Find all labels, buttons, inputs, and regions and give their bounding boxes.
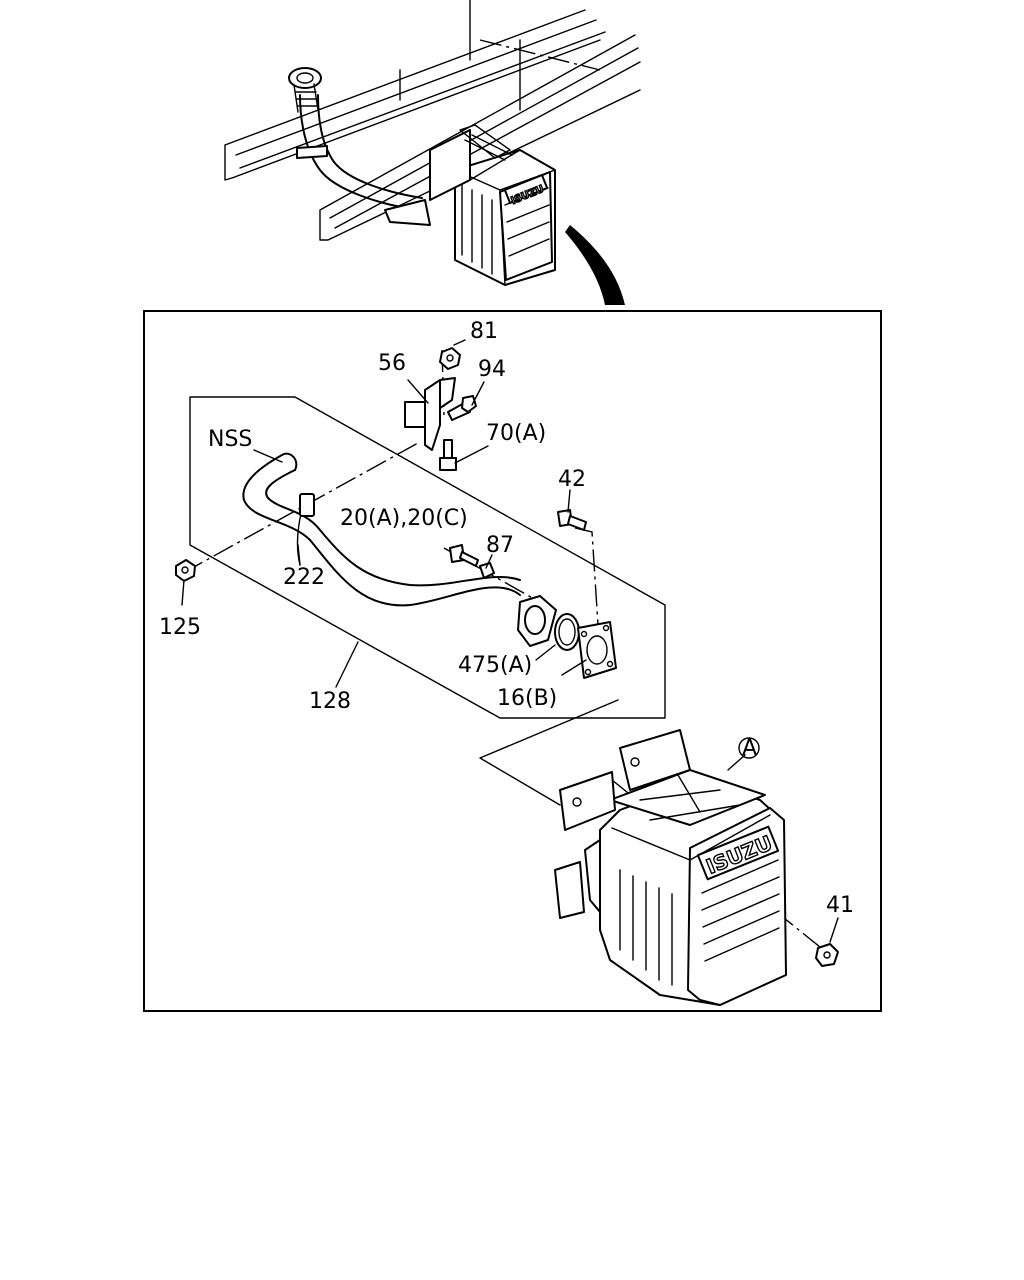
nut-41	[815, 943, 839, 967]
detail-arrow-icon	[565, 225, 625, 305]
bolt-20	[449, 544, 479, 567]
label-a: A	[742, 736, 757, 761]
label-20: 20(A),20(C)	[340, 506, 468, 531]
overview-illustration: ISUZU	[224, 0, 641, 305]
flange-gasket	[517, 595, 580, 651]
bolt-42	[557, 509, 587, 531]
muffler-assembly: ISUZU	[554, 729, 787, 1006]
label-70a: 70(A)	[486, 421, 546, 446]
nut-125	[175, 559, 196, 582]
bolt-94	[447, 395, 477, 421]
label-125: 125	[159, 615, 201, 640]
gasket-16b	[577, 621, 617, 679]
label-41: 41	[826, 893, 854, 918]
label-475a: 475(A)	[458, 653, 532, 678]
label-16b: 16(B)	[497, 686, 557, 711]
label-87: 87	[486, 533, 514, 558]
label-56: 56	[378, 351, 406, 376]
bracket-56	[404, 377, 456, 451]
callout-circle-a	[738, 737, 760, 759]
label-81: 81	[470, 319, 498, 344]
nut-87	[479, 562, 495, 579]
leader-lines	[181, 339, 839, 943]
label-222: 222	[283, 565, 325, 590]
label-nss: NSS	[208, 427, 252, 452]
detail-frame	[143, 310, 882, 1012]
nut-81	[439, 347, 461, 370]
bolt-70a	[439, 439, 457, 471]
label-42: 42	[558, 467, 586, 492]
assembly-128-outline	[189, 396, 666, 719]
label-128: 128	[309, 689, 351, 714]
label-94: 94	[478, 357, 506, 382]
